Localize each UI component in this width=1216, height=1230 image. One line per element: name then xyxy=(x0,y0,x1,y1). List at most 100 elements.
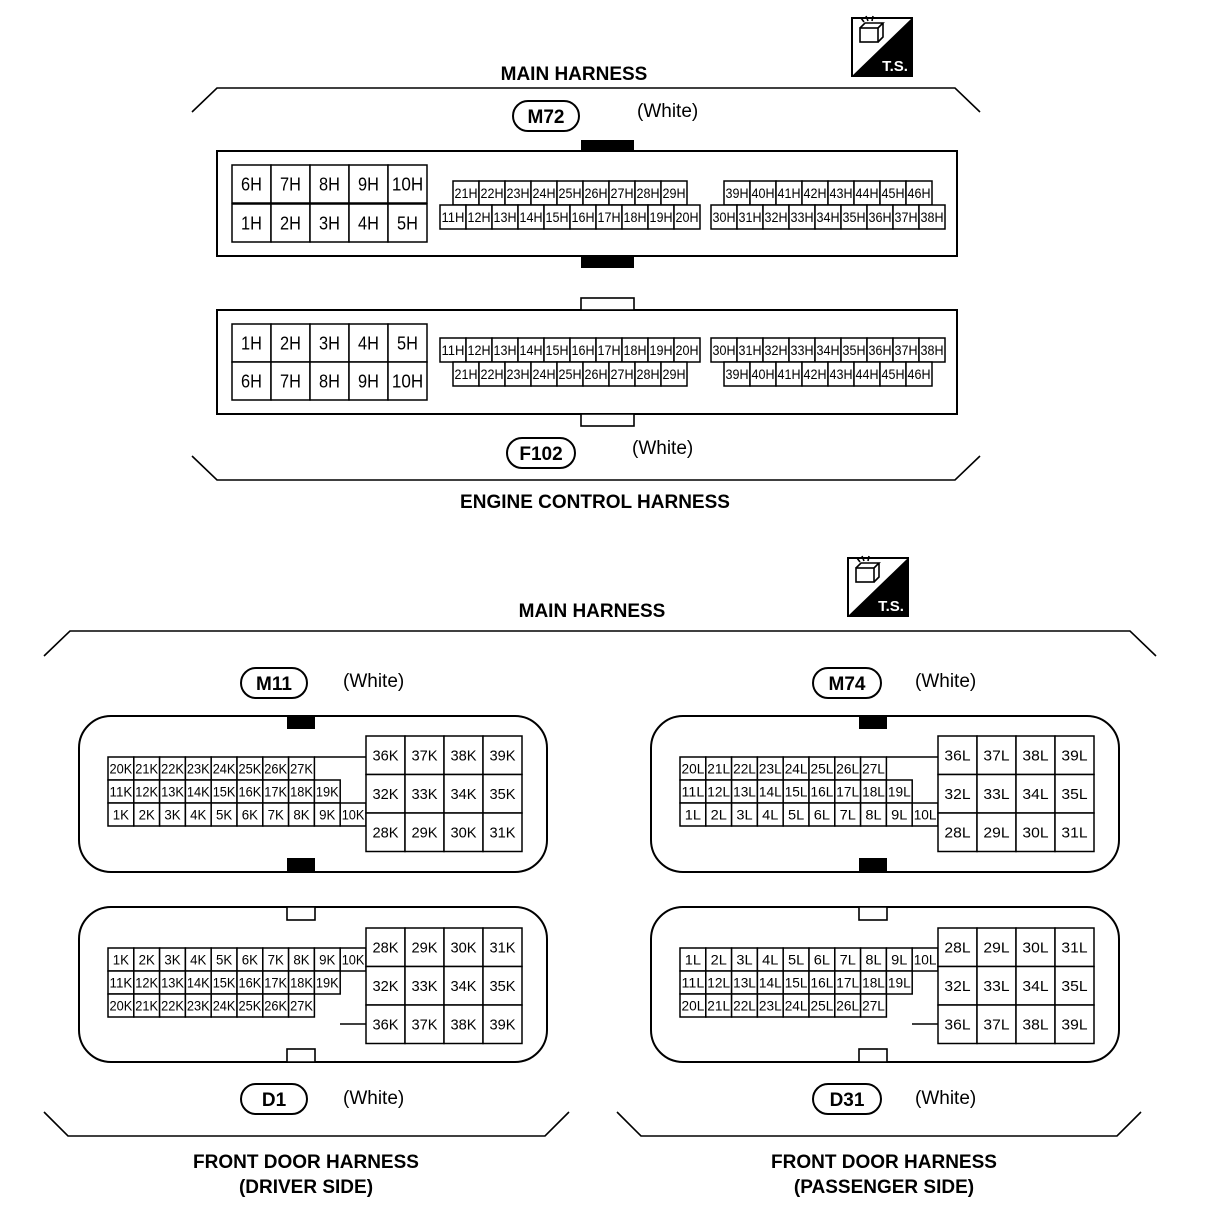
bracket-main-bottom xyxy=(43,630,1157,657)
terminal-number: 1H xyxy=(241,333,262,353)
terminal-number: 28H xyxy=(637,185,660,201)
terminal-number: 4H xyxy=(358,333,379,353)
terminal-number: 35K xyxy=(489,786,515,803)
terminal-number: 4K xyxy=(190,952,207,968)
terminal-number: 7L xyxy=(840,952,856,968)
terminal-number: 31H xyxy=(739,209,762,225)
terminal-number: 41H xyxy=(778,185,801,201)
terminal-number: 23H xyxy=(507,366,530,382)
terminal-number: 3H xyxy=(319,333,340,353)
terminal-number: 5L xyxy=(788,807,804,823)
terminal-number: 8K xyxy=(293,952,310,968)
terminal-number: 35H xyxy=(843,209,866,225)
connector-tag-m72: M72 xyxy=(512,100,580,132)
terminal-cavity xyxy=(905,180,933,206)
terminal-number: 27K xyxy=(290,998,313,1014)
terminal-number: 13L xyxy=(733,784,756,800)
terminal-number: 16K xyxy=(239,975,262,991)
terminal-number: 24L xyxy=(785,761,808,777)
terminal-cavity xyxy=(287,993,316,1018)
terminal-number: 26H xyxy=(585,366,608,382)
terminal-cavity xyxy=(1015,965,1056,1006)
terminal-number: 45H xyxy=(882,366,905,382)
terminal-number: 33L xyxy=(983,786,1009,803)
terminal-number: 9L xyxy=(891,952,907,968)
terminal-number: 24H xyxy=(533,366,556,382)
terminal-cavity xyxy=(621,204,649,230)
terminal-cavity xyxy=(1015,1004,1056,1045)
terminal-cavity xyxy=(517,337,545,363)
terminal-cavity xyxy=(775,180,803,206)
terminal-number: 37L xyxy=(983,1017,1009,1034)
terminal-cavity xyxy=(582,180,610,206)
terminal-number: 32H xyxy=(765,342,788,358)
terminal-number: 6L xyxy=(814,952,830,968)
terminal-number: 7K xyxy=(268,952,285,968)
terminal-number: 1L xyxy=(685,952,701,968)
terminal-cavity xyxy=(348,164,389,204)
terminal-number: 43H xyxy=(830,185,853,201)
terminal-number: 1L xyxy=(685,807,701,823)
terminal-number: 4K xyxy=(190,807,207,823)
terminal-cavity xyxy=(404,812,445,853)
terminal-cavity xyxy=(621,337,649,363)
terminal-cavity xyxy=(937,773,978,814)
terminal-number: 24K xyxy=(213,998,236,1014)
terminal-number: 19H xyxy=(650,342,673,358)
terminal-number: 12H xyxy=(468,209,491,225)
terminal-number: 24H xyxy=(533,185,556,201)
terminal-number: 31K xyxy=(489,940,515,957)
terminal-number: 14H xyxy=(520,342,543,358)
terminal-number: 15H xyxy=(546,342,569,358)
terminal-number: 19H xyxy=(650,209,673,225)
terminal-number: 26K xyxy=(264,998,287,1014)
terminal-number: 25L xyxy=(811,761,834,777)
connector-color-m11: (White) xyxy=(343,671,404,692)
terminal-number: 23K xyxy=(187,998,210,1014)
terminal-number: 31L xyxy=(1061,825,1087,842)
terminal-cavity xyxy=(976,1004,1017,1045)
terminal-number: 34L xyxy=(1022,786,1048,803)
terminal-number: 29K xyxy=(411,940,437,957)
connector-tag-f102: F102 xyxy=(506,437,576,469)
terminal-number: 36K xyxy=(372,748,398,765)
terminal-number: 8H xyxy=(319,371,340,391)
terminal-number: 17K xyxy=(264,784,287,800)
terminal-cavity xyxy=(231,361,272,401)
terminal-number: 15L xyxy=(785,975,808,991)
terminal-number: 12K xyxy=(135,784,158,800)
terminal-cavity xyxy=(608,361,636,387)
terminal-number: 25K xyxy=(239,761,262,777)
terminal-number: 18L xyxy=(862,784,885,800)
terminal-number: 28K xyxy=(372,825,398,842)
terminal-cavity xyxy=(482,1004,523,1045)
terminal-cavity xyxy=(788,204,816,230)
terminal-number: 17H xyxy=(598,209,621,225)
terminal-number: 16L xyxy=(811,784,834,800)
terminal-cavity xyxy=(1015,735,1056,776)
locking-tab xyxy=(580,413,635,427)
terminal-cavity xyxy=(365,1004,406,1045)
terminal-number: 7K xyxy=(268,807,285,823)
terminal-number: 12L xyxy=(707,784,730,800)
terminal-number: 27H xyxy=(611,366,634,382)
terminal-number: 38K xyxy=(450,748,476,765)
terminal-number: 38H xyxy=(921,209,944,225)
terminal-number: 26L xyxy=(836,998,859,1014)
terminal-number: 30K xyxy=(450,940,476,957)
terminal-number: 13H xyxy=(494,209,517,225)
terminal-cavity xyxy=(905,361,933,387)
terminal-cavity xyxy=(387,323,428,363)
ts-badge-bottom: T.S. xyxy=(847,555,909,617)
terminal-number: 42H xyxy=(804,185,827,201)
terminal-cavity xyxy=(937,735,978,776)
locking-tab xyxy=(581,140,634,151)
terminal-number: 4L xyxy=(762,952,778,968)
terminal-cavity xyxy=(478,361,506,387)
terminal-number: 14L xyxy=(759,975,782,991)
terminal-number: 25L xyxy=(811,998,834,1014)
terminal-number: 13L xyxy=(733,975,756,991)
terminal-number: 15H xyxy=(546,209,569,225)
